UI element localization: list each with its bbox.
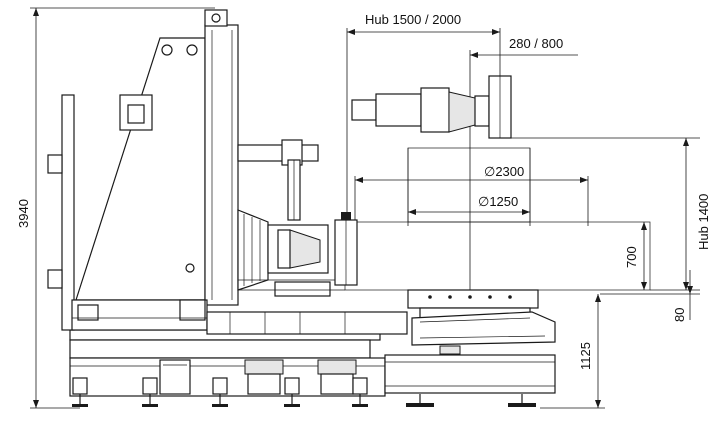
spindle-head-working bbox=[334, 212, 358, 286]
spindle-head-top bbox=[351, 75, 512, 139]
dim-table-height: 700 bbox=[624, 246, 639, 268]
machine-column bbox=[47, 9, 239, 331]
dim-total-height: 3940 bbox=[16, 199, 31, 228]
dim-diameter-large: 2300 bbox=[495, 164, 524, 179]
diameter-small-label: ∅1250 bbox=[478, 194, 518, 209]
foot bbox=[72, 394, 88, 407]
dim-stroke: Hub 1500 / 2000 bbox=[365, 12, 461, 27]
diameter-small-symbol: ∅ bbox=[478, 194, 489, 209]
dim-stroke-vertical: Hub 1400 bbox=[696, 194, 711, 250]
foot bbox=[212, 394, 228, 407]
dim-offset: 280 / 800 bbox=[509, 36, 563, 51]
foot bbox=[508, 394, 536, 407]
dim-diameter-small: 1250 bbox=[489, 194, 518, 209]
dim-small-offset: 80 bbox=[672, 308, 687, 322]
leveling-feet bbox=[72, 394, 536, 407]
bed bbox=[206, 289, 556, 394]
foot bbox=[142, 394, 158, 407]
foot bbox=[406, 394, 434, 407]
dimension-labels: 3940 Hub 1500 / 2000 280 / 800 ∅2300 ∅12… bbox=[16, 12, 711, 370]
arm-assembly bbox=[237, 139, 345, 297]
dim-base-height: 1125 bbox=[578, 342, 593, 370]
foot bbox=[352, 394, 368, 407]
diameter-large-symbol: ∅ bbox=[484, 164, 495, 179]
foot bbox=[284, 394, 300, 407]
machine-base bbox=[69, 329, 386, 397]
diameter-large-label: ∅2300 bbox=[484, 164, 524, 179]
